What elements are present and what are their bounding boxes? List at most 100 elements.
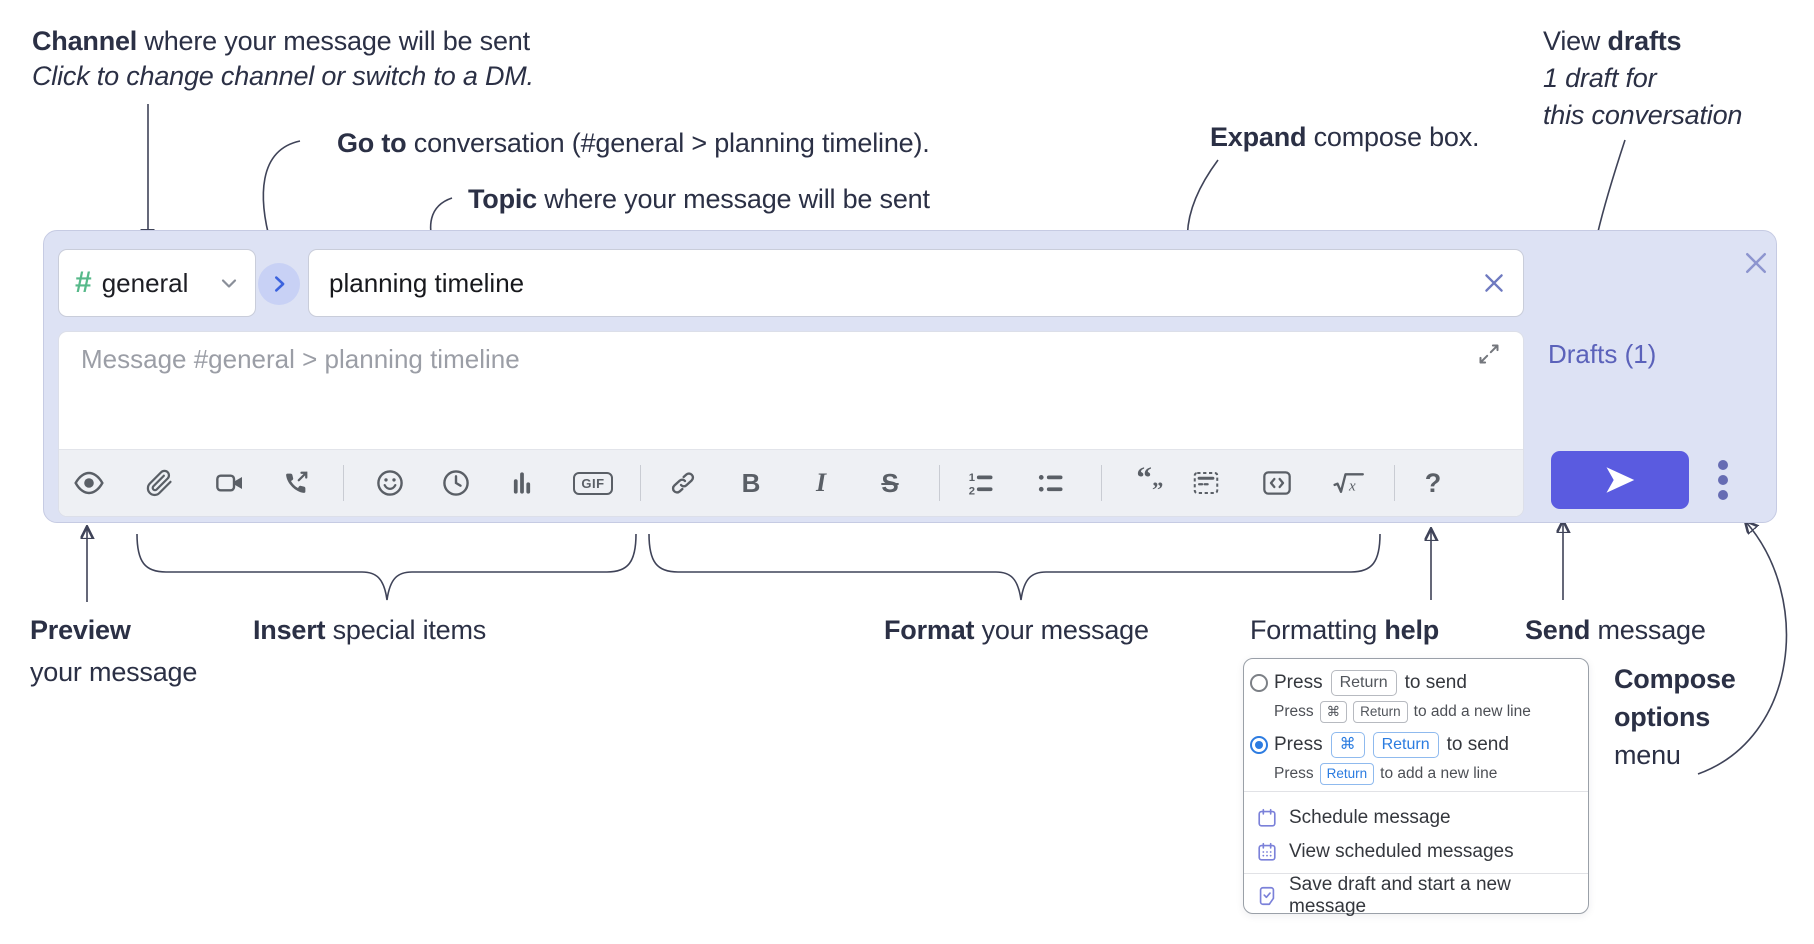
channel-select[interactable]: # general: [58, 249, 256, 317]
goto-annotation-rest: conversation (#general > planning timeli…: [406, 128, 930, 158]
gif-icon: GIF: [573, 471, 613, 495]
expand-compose-icon[interactable]: [1477, 342, 1501, 366]
compose-options-label-line2: options: [1614, 702, 1711, 732]
menu-item-schedule-message[interactable]: Schedule message: [1254, 803, 1580, 833]
add-emoji-button[interactable]: [370, 463, 410, 503]
view-drafts-pre: View: [1543, 26, 1608, 56]
option-return-to-send[interactable]: Press Return to send: [1274, 669, 1467, 697]
return-key: Return: [1330, 670, 1397, 696]
toolbar-divider: [939, 465, 940, 501]
math-latex-icon: x: [1333, 473, 1364, 495]
add-poll-button[interactable]: [502, 463, 542, 503]
strikethrough-button[interactable]: S: [870, 463, 910, 503]
view-drafts-annotation: View drafts: [1543, 26, 1682, 57]
radio-cmd-return-to-send[interactable]: [1250, 736, 1268, 754]
phone-call-icon: [286, 471, 308, 493]
add-global-time-button[interactable]: [436, 463, 476, 503]
italic-button[interactable]: I: [801, 463, 841, 503]
compose-options-menu-button[interactable]: [1711, 457, 1735, 503]
compose-options-label-line1: Compose: [1614, 664, 1736, 694]
expand-annotation-bold: Expand: [1210, 122, 1307, 152]
topic-annotation-bold: Topic: [468, 184, 537, 214]
spoiler-button[interactable]: [1186, 463, 1226, 503]
topic-field: [308, 249, 1524, 317]
option2-sub-press: Press: [1274, 765, 1314, 782]
cmd-key: ⌘: [1330, 732, 1365, 758]
link-icon: [671, 472, 695, 494]
option1-sub-suffix: to add a new line: [1413, 703, 1531, 720]
insert-label: Insert special items: [253, 615, 486, 646]
send-message-label: Send message: [1525, 615, 1706, 646]
clear-topic-icon[interactable]: [1481, 270, 1507, 296]
numbered-list-button[interactable]: 1 2: [960, 463, 1000, 503]
format-label: Format your message: [884, 615, 1149, 646]
preview-label-bold: Preview: [30, 615, 131, 645]
add-video-call-button[interactable]: [210, 463, 250, 503]
insert-label-bold: Insert: [253, 615, 326, 645]
option2-sub-suffix: to add a new line: [1380, 765, 1498, 782]
popup-divider: [1244, 791, 1588, 792]
option1-press: Press: [1274, 672, 1323, 693]
option2-subtext: Press Return to add a new line: [1274, 763, 1497, 785]
format-brace: [648, 533, 1381, 601]
code-button[interactable]: [1257, 463, 1297, 503]
goto-annotation-bold: Go to: [337, 128, 407, 158]
option1-suffix: to send: [1404, 672, 1467, 693]
strikethrough-icon: S: [881, 467, 899, 498]
clock-icon: [443, 470, 469, 496]
quote-button[interactable]: “ ”: [1132, 463, 1172, 503]
close-compose-icon[interactable]: [1741, 248, 1771, 278]
question-mark-icon: ?: [1424, 467, 1442, 498]
option-cmd-return-to-send[interactable]: Press ⌘ Return to send: [1274, 731, 1509, 759]
math-button[interactable]: x: [1327, 463, 1371, 503]
channel-annotation-rest: where your message will be sent: [137, 26, 530, 56]
link-button[interactable]: [663, 463, 703, 503]
add-gif-button[interactable]: GIF: [569, 463, 617, 503]
cmd-key: ⌘: [1319, 701, 1348, 723]
message-area: Message #general > planning timeline: [58, 331, 1524, 517]
formatting-help-bold: help: [1384, 615, 1440, 645]
expand-annotation: Expand compose box.: [1210, 122, 1480, 153]
vertical-dots-icon: [1718, 460, 1728, 500]
option2-press: Press: [1274, 734, 1323, 755]
message-input[interactable]: Message #general > planning timeline: [81, 344, 520, 374]
format-label-bold: Format: [884, 615, 975, 645]
add-voice-call-button[interactable]: [276, 463, 316, 503]
compose-options-pointer-arc: [1697, 522, 1788, 775]
expand-annotation-rest: compose box.: [1306, 122, 1480, 152]
compose-box: # general Message #general > planning ti…: [43, 230, 1777, 523]
send-message-rest: message: [1590, 615, 1706, 645]
channel-annotation-bold: Channel: [32, 26, 138, 56]
eye-icon: [74, 471, 104, 495]
spoiler-icon: [1193, 472, 1219, 494]
compose-toolbar: GIF B I S: [59, 449, 1523, 516]
formatting-help-pre: Formatting: [1250, 615, 1385, 645]
topic-input[interactable]: [327, 266, 1481, 300]
menu-item-label: View scheduled messages: [1289, 841, 1514, 862]
smiley-icon: [377, 470, 403, 496]
drafts-link[interactable]: Drafts (1): [1548, 339, 1657, 369]
draft-check-icon: [1259, 886, 1275, 906]
format-label-rest: your message: [974, 615, 1149, 645]
return-key: Return: [1372, 732, 1439, 758]
attach-file-button[interactable]: [139, 463, 179, 503]
preview-button[interactable]: [69, 463, 109, 503]
svg-text:”: ”: [1152, 477, 1163, 500]
go-to-conversation-button[interactable]: [258, 263, 300, 305]
insert-brace: [136, 533, 637, 601]
formatting-help-label: Formatting help: [1250, 615, 1439, 646]
bold-icon: B: [741, 467, 761, 498]
send-button[interactable]: [1551, 451, 1689, 509]
message-formatting-help-button[interactable]: ?: [1413, 463, 1453, 503]
radio-return-to-send[interactable]: [1250, 674, 1268, 692]
return-key: Return: [1353, 701, 1408, 723]
menu-item-view-scheduled[interactable]: View scheduled messages: [1254, 837, 1580, 867]
poll-icon: [513, 472, 531, 494]
option1-sub-press: Press: [1274, 703, 1314, 720]
bold-button[interactable]: B: [731, 463, 771, 503]
menu-item-save-draft-new-message[interactable]: Save draft and start a new message: [1254, 874, 1580, 917]
bulleted-list-icon: [1038, 475, 1063, 492]
channel-hash-icon: #: [75, 266, 92, 299]
bulleted-list-button[interactable]: [1030, 463, 1070, 503]
